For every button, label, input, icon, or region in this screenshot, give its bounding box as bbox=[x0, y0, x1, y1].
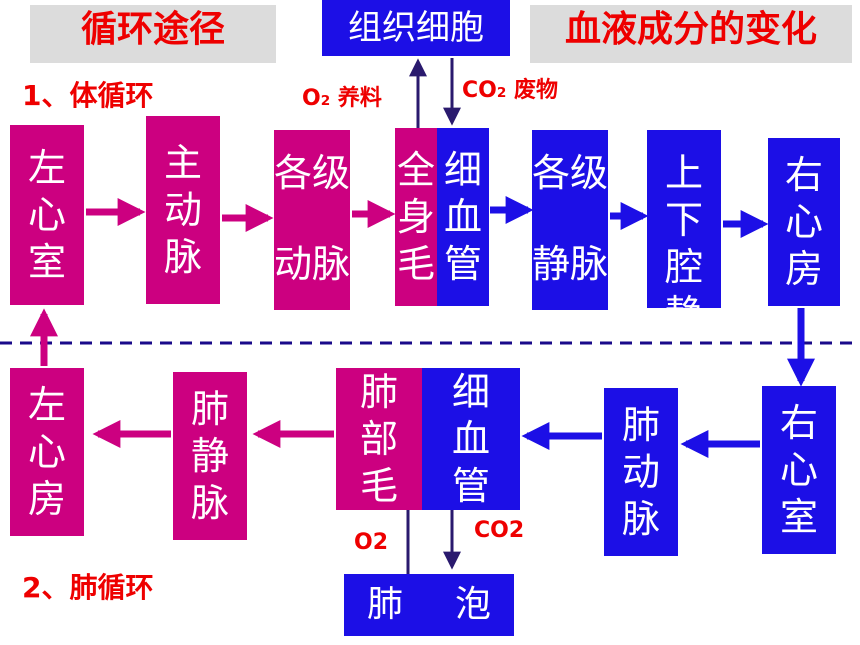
aorta-box: 主 动 脉 bbox=[146, 116, 220, 304]
o2-nutrients-label: O2 养料 bbox=[302, 86, 382, 111]
pulmonary-vein-box: 肺 静 脉 bbox=[173, 372, 247, 540]
title-circulation-route: 循环途径 bbox=[30, 5, 276, 63]
body-capillary-left: 全 身 毛 bbox=[395, 128, 437, 306]
lung-capillary-left: 肺 部 毛 bbox=[336, 368, 422, 510]
systemic-circulation-label: 1、体循环 bbox=[22, 79, 154, 112]
left-ventricle-box: 左 心 室 bbox=[10, 125, 84, 305]
o2-label: O2 bbox=[354, 530, 389, 555]
body-capillary-right: 细 血 管 bbox=[437, 128, 489, 306]
arteries-box: 各级 动脉 bbox=[274, 130, 350, 310]
co2-label: CO2 bbox=[474, 518, 525, 543]
lung-capillary-right: 细 血 管 bbox=[422, 368, 520, 510]
vena-cava-box: 上下 腔 静脉 bbox=[647, 130, 721, 383]
left-atrium-box: 左 心 房 bbox=[10, 368, 84, 536]
right-ventricle-box: 右 心 室 bbox=[762, 386, 836, 554]
veins-box: 各级 静脉 bbox=[532, 130, 608, 310]
pulmonary-circulation-label: 2、肺循环 bbox=[22, 571, 154, 604]
right-atrium-box: 右 心 房 bbox=[768, 138, 840, 306]
alveoli-box: 肺泡 bbox=[344, 574, 514, 636]
pulmonary-artery-box: 肺 动 脉 bbox=[604, 388, 678, 556]
tissue-cells-box: 组织细胞 bbox=[322, 0, 510, 56]
co2-waste-label: CO2 废物 bbox=[462, 78, 559, 103]
title-blood-change: 血液成分的变化 bbox=[530, 5, 852, 63]
